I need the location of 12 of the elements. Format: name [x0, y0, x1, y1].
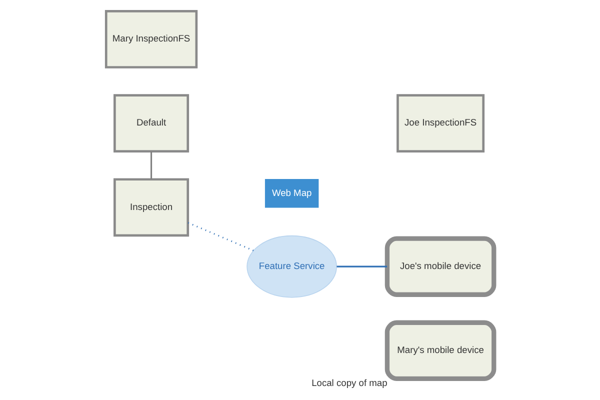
- node-box: Joe InspectionFS: [396, 94, 485, 152]
- node-box: Mary InspectionFS: [104, 10, 198, 68]
- connector: [150, 151, 152, 180]
- node-ellipse: Feature Service: [246, 235, 337, 298]
- node-label: Local copy of map: [312, 378, 388, 388]
- node-box: Web Map: [264, 178, 319, 208]
- connector: [188, 222, 254, 252]
- connector: [336, 266, 388, 268]
- node-box: Inspection: [114, 178, 190, 237]
- node-box: Default: [114, 94, 190, 152]
- node-box: Mary's mobile device: [384, 320, 496, 382]
- node-box: Joe's mobile device: [384, 236, 496, 297]
